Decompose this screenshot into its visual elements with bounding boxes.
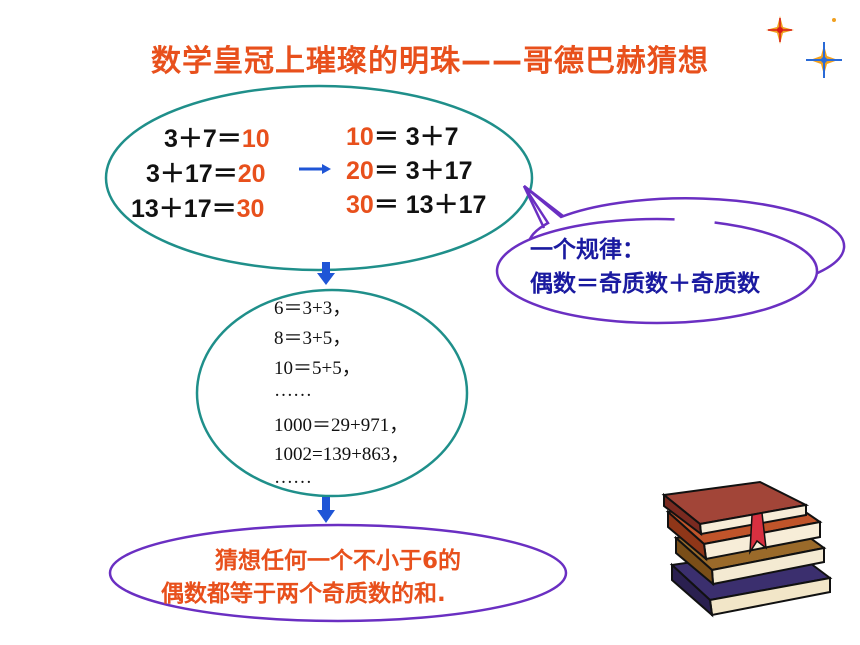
sparkle-dot xyxy=(832,18,836,22)
example-line: 6＝3+3， xyxy=(274,298,352,319)
equation-rhs: ＝ 3＋7 xyxy=(373,123,459,151)
page-title: 数学皇冠上璀璨的明珠——哥德巴赫猜想 xyxy=(151,44,709,79)
equation-rhs: 20 xyxy=(237,160,266,188)
equation-row: 13＋17＝30 xyxy=(131,189,264,225)
equation-rhs: ＝ 3＋17 xyxy=(373,157,473,185)
equation-rhs: 10 xyxy=(241,125,270,153)
example-line: 1000＝29+971， xyxy=(274,415,409,436)
equation-rhs: ＝ 13＋17 xyxy=(373,191,487,219)
equation-row: 20＝ 3＋17 xyxy=(346,151,472,187)
books-icon xyxy=(661,480,833,618)
down-arrow-icon xyxy=(317,262,335,285)
equation-row: 3＋7＝10 xyxy=(164,119,270,155)
example-line: 10＝5+5， xyxy=(274,358,361,379)
callout-line-2: 偶数＝奇质数＋奇质数 xyxy=(530,271,760,297)
callout-line-1: 一个规律： xyxy=(530,237,645,263)
sparkle-icon xyxy=(766,16,794,44)
equations-ellipse xyxy=(104,84,534,272)
right-arrow-icon xyxy=(299,164,331,174)
example-line: 8＝3+5， xyxy=(274,328,352,349)
equation-lhs: 20 xyxy=(346,157,374,185)
example-line: …… xyxy=(274,380,312,401)
down-arrow-icon xyxy=(317,497,335,523)
example-line: …… xyxy=(274,467,312,488)
example-line: 1002=139+863， xyxy=(274,444,410,465)
equation-lhs: 3＋7＝ xyxy=(164,125,242,153)
equation-lhs: 10 xyxy=(346,123,374,151)
examples-ellipse xyxy=(195,288,469,498)
sparkle-icon xyxy=(806,42,842,78)
conclusion-ellipse xyxy=(108,523,568,623)
equation-row: 30＝ 13＋17 xyxy=(346,185,486,221)
equation-row: 3＋17＝20 xyxy=(146,154,266,190)
conclusion-line-1: 猜想任何一个不小于6的 xyxy=(215,548,462,574)
equation-rhs: 30 xyxy=(236,195,265,223)
callout-ellipse xyxy=(495,217,819,325)
equation-lhs: 30 xyxy=(346,191,374,219)
equation-row: 10＝ 3＋7 xyxy=(346,117,459,153)
equation-lhs: 3＋17＝ xyxy=(146,160,238,188)
conclusion-line-2: 偶数都等于两个奇质数的和. xyxy=(161,581,446,607)
equation-lhs: 13＋17＝ xyxy=(131,195,237,223)
